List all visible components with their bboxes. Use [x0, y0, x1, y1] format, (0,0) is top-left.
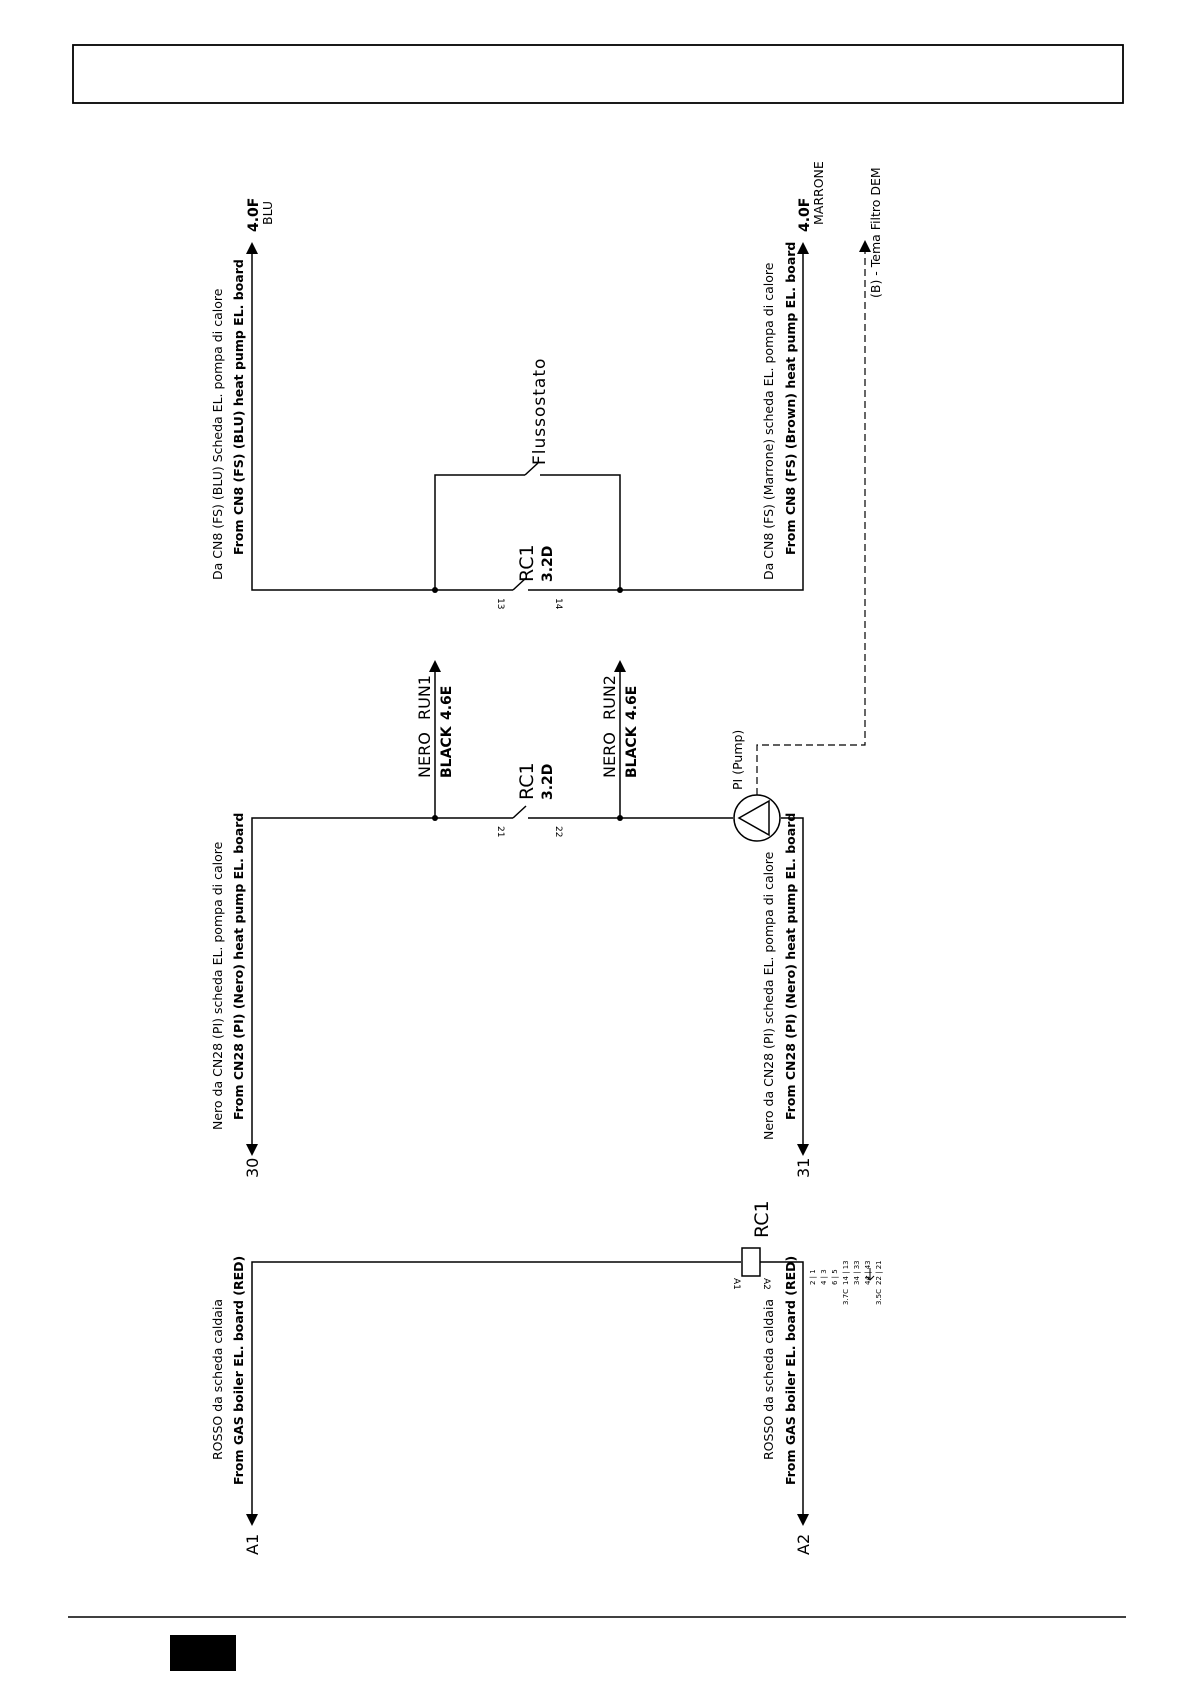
terminal-a1: A1 — [243, 1534, 262, 1555]
pump-dashed-link — [756, 248, 866, 795]
label-red-en-top: From GAS boiler EL. board (RED) — [231, 1256, 246, 1485]
circuit-pump: 30 31 Nero da CN28 (PI) scheda EL. pompa… — [210, 240, 871, 1178]
color-blu: BLU — [260, 201, 275, 225]
pump-label: PI (Pump) — [730, 730, 745, 790]
contact-ref: 3.5C — [875, 1289, 883, 1305]
circuit-coil: A1 A2 ROSSO da scheda caldaia From GAS b… — [210, 1200, 883, 1555]
label-marrone-it: Da CN8 (FS) (Marrone) scheda EL. pompa d… — [761, 262, 776, 580]
run2-name: RUN2 — [600, 675, 619, 720]
label-nero-it-left: Nero da CN28 (PI) scheda EL. pompa di ca… — [210, 841, 225, 1130]
relay-rc1-fs-ref: 3.2D — [540, 546, 556, 582]
label-blu-en: From CN8 (FS) (BLU) heat pump EL. board — [231, 259, 246, 555]
label-marrone-en: From CN8 (FS) (Brown) heat pump EL. boar… — [783, 242, 798, 555]
label-nero-en-left: From CN28 (PI) (Nero) heat pump EL. boar… — [231, 813, 246, 1120]
relay-coil — [741, 1247, 761, 1277]
relay-rc1-contact-ref: 3.2D — [540, 764, 556, 800]
label-nero-en-right: From CN28 (PI) (Nero) heat pump EL. boar… — [783, 813, 798, 1120]
page-number-box — [170, 1635, 236, 1671]
terminal-a2: A2 — [794, 1534, 813, 1555]
contact-pins: 4 | 3 — [820, 1269, 828, 1285]
terminal-31: 31 — [794, 1158, 813, 1178]
ref-blu: 4.0F — [246, 198, 262, 232]
pump-symbol — [733, 794, 781, 842]
coil-pin-a1: A1 — [731, 1278, 741, 1290]
color-marrone: MARRONE — [811, 161, 826, 225]
run1-ref: 4.6E — [439, 686, 455, 720]
label-red-en-bottom: From GAS boiler EL. board (RED) — [783, 1256, 798, 1485]
flussostato-label: Flussostato — [530, 358, 550, 465]
terminal-30: 30 — [243, 1158, 262, 1178]
label-nero-it-right: Nero da CN28 (PI) scheda EL. pompa di ca… — [761, 851, 776, 1140]
contact-pins: 34 | 33 — [853, 1260, 861, 1285]
pin-21: 21 — [495, 826, 505, 837]
contact-table: 2 | 1 4 | 3 6 | 5 14 | 13 34 | 33 44 | 4… — [809, 1260, 883, 1305]
relay-rc1-fs-label: RC1 — [516, 544, 538, 582]
contact-pins: 44 | 43 — [864, 1260, 872, 1285]
ref-marrone: 4.0F — [797, 198, 813, 232]
coil-pin-a2: A2 — [761, 1278, 771, 1290]
circuit-flow-switch: Da CN8 (FS) (BLU) Scheda EL. pompa di ca… — [210, 161, 883, 610]
pin-14: 14 — [553, 598, 563, 610]
run2-arrow — [614, 660, 626, 672]
run2-color: NERO — [600, 732, 619, 778]
dashed-arrow — [859, 240, 871, 252]
contact-pins: 2 | 1 — [809, 1269, 817, 1285]
label-red-it-top: ROSSO da scheda caldaia — [210, 1299, 225, 1460]
run1-name: RUN1 — [415, 675, 434, 720]
header-frame — [72, 44, 1124, 104]
pin-22: 22 — [553, 826, 563, 837]
dashed-line-label: (B) - Tema Filtro DEM — [868, 167, 883, 298]
pin-13: 13 — [495, 598, 505, 609]
contact-pins: 14 | 13 — [842, 1260, 850, 1285]
run1-arrow — [429, 660, 441, 672]
run2-color-en: BLACK — [624, 725, 640, 778]
run1-color-en: BLACK — [439, 725, 455, 778]
run2-ref: 4.6E — [624, 686, 640, 720]
relay-rc1-contact-label: RC1 — [516, 762, 538, 800]
label-red-it-bottom: ROSSO da scheda caldaia — [761, 1299, 776, 1460]
contact-pins: 22 | 21 — [875, 1260, 883, 1285]
contact-ref: 3.7C — [842, 1289, 850, 1305]
contact-pins: 6 | 5 — [831, 1269, 839, 1285]
run1-color: NERO — [415, 732, 434, 778]
relay-rc1-coil-label: RC1 — [751, 1200, 773, 1238]
label-blu-it: Da CN8 (FS) (BLU) Scheda EL. pompa di ca… — [210, 288, 225, 580]
